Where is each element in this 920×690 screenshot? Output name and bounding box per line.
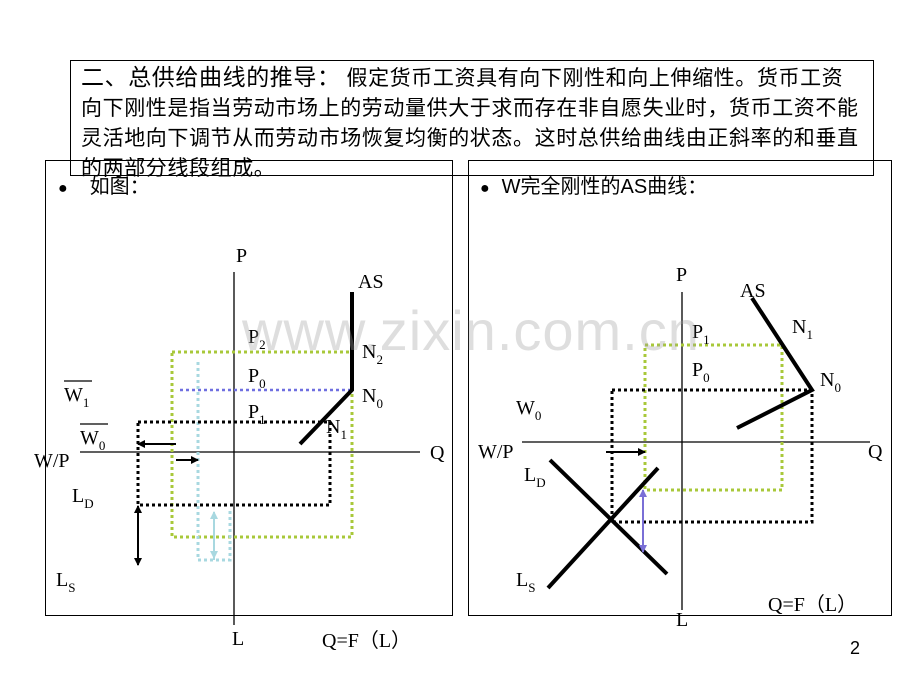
right-p-axis-label: P [676, 264, 687, 286]
title-box: 二、总供给曲线的推导： 假定货币工资具有向下刚性和向上伸缩性。货币工资向下刚性是… [70, 60, 874, 180]
left-as-label: AS [358, 271, 384, 293]
right-black-rect [610, 388, 814, 524]
right-ls-line [546, 466, 660, 590]
left-wp-axis-label: W/P [34, 450, 70, 472]
left-panel [45, 160, 453, 616]
left-bullet: ● 如图： [58, 170, 150, 199]
left-diagram: P Q L W/P AS P2 P0 P1 N2 N0 N1 W1 W0 LD … [34, 245, 445, 652]
right-ld-line [548, 458, 669, 576]
bullet-dot-icon: ● [480, 180, 490, 197]
section-body: 假定货币工资具有向下刚性和向上伸缩性。货币工资向下刚性是指当劳动市场上的劳动量供… [81, 66, 859, 180]
left-black-rect [136, 420, 332, 507]
right-ld-label: LD [524, 464, 546, 490]
left-w1-label: W1 [64, 384, 89, 410]
right-production-label: Q=F（L） [768, 593, 857, 616]
left-p2-label: P2 [248, 326, 266, 352]
right-as-curve [736, 296, 815, 430]
right-bullet-text: W完全刚性的AS曲线： [501, 176, 708, 198]
left-w0-label: W0 [80, 427, 105, 453]
bullet-dot-icon: ● [58, 180, 68, 197]
page-number: 2 [850, 638, 861, 658]
right-wp-axis-label: W/P [478, 441, 514, 463]
left-l-axis-label: L [232, 628, 244, 650]
left-production-label: Q=F（L） [322, 629, 411, 652]
left-as-curve [298, 292, 354, 446]
right-panel [468, 160, 892, 616]
right-diagram: P Q L W/P AS N1 N0 P1 P0 W0 LD LS Q=F（L） [478, 264, 883, 631]
left-n1-label: N1 [326, 416, 347, 442]
right-w0-label: W0 [516, 397, 541, 423]
right-p0-label: P0 [692, 359, 710, 385]
left-bullet-text: 如图： [89, 176, 150, 198]
right-l-axis-label: L [676, 609, 688, 631]
right-as-label: AS [740, 280, 766, 302]
left-ls-label: LS [56, 569, 75, 595]
right-green-rect [643, 343, 784, 492]
right-bullet: ● W完全刚性的AS曲线： [480, 170, 707, 199]
right-p1-label: P1 [692, 321, 710, 347]
section-heading: 二、总供给曲线的推导： [81, 65, 341, 90]
right-q-axis-label: Q [868, 441, 883, 463]
left-q-axis-label: Q [430, 442, 445, 464]
left-p-axis-label: P [236, 245, 247, 267]
left-n2-label: N2 [362, 341, 383, 367]
left-p0-label: P0 [248, 365, 266, 391]
left-green-rect [170, 350, 354, 539]
left-n0-label: N0 [362, 385, 383, 411]
left-ld-label: LD [72, 485, 94, 511]
right-n0-label: N0 [820, 369, 841, 395]
left-p1-label: P1 [248, 401, 266, 427]
right-n1-label: N1 [792, 316, 813, 342]
right-ls-label: LS [516, 569, 535, 595]
